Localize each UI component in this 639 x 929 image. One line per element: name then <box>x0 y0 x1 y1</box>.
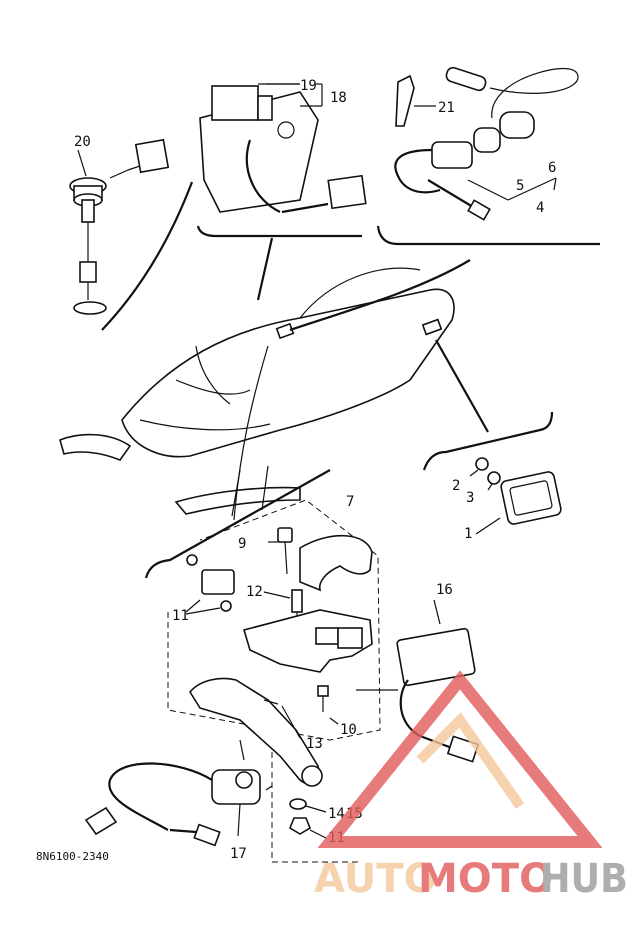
callout-9: 10 <box>340 722 357 738</box>
callout-14: 13 <box>306 736 323 752</box>
part-4-5-6-21-main-switch <box>394 66 579 221</box>
callout-4: 4 <box>536 200 544 216</box>
watermark-brand-3: HUB <box>540 856 628 902</box>
group-7-outline <box>167 499 381 741</box>
callout-15: 14 <box>328 806 345 822</box>
bracket-upper-center <box>196 225 362 238</box>
callout-19: 19 <box>300 78 317 94</box>
group-lower-outline <box>271 752 360 863</box>
callout-12: 11 <box>172 608 189 624</box>
drawing-code: 8N6100-2340 <box>36 850 109 863</box>
snowmobile-body <box>59 267 455 517</box>
callout-18: 18 <box>330 90 347 106</box>
callout-5: 5 <box>516 178 524 194</box>
callout-16: 16 <box>436 582 453 598</box>
callout-7: 7 <box>346 494 354 510</box>
callout-13: 12 <box>246 584 263 600</box>
callout-17: 17 <box>230 846 247 862</box>
callout-6: 6 <box>548 160 556 176</box>
callout-21: 21 <box>438 100 455 116</box>
watermark-triangle-icon <box>317 670 603 848</box>
leader-switch <box>289 259 471 332</box>
watermark-logo: AUTO MOTO HUB <box>314 670 628 902</box>
watermark-brand-1: AUTO <box>314 856 438 902</box>
callout-1: 1 <box>464 526 472 542</box>
part-7-throttle-cover <box>299 534 373 592</box>
part-9-bolt <box>317 685 339 725</box>
callout-3: 3 <box>466 490 474 506</box>
watermark-brand-2: MOTO <box>418 856 553 902</box>
leader-cdi <box>256 237 274 301</box>
leader-tail-lamp <box>435 339 489 433</box>
part-15-8-nuts <box>289 798 327 839</box>
part-12-switch <box>185 554 235 615</box>
part-1-2-3-tail-lamp <box>422 411 562 535</box>
watermark-inner-mark-icon <box>416 712 525 809</box>
part-10-bolt <box>268 527 293 575</box>
bracket-upper-right <box>376 225 600 246</box>
throttle-housing <box>242 609 373 673</box>
part-17-throttle-sensor <box>84 739 273 847</box>
callout-2: 2 <box>452 478 460 494</box>
callout-10: 9 <box>238 536 246 552</box>
leader-20 <box>101 181 194 331</box>
bracket-lower <box>144 469 331 579</box>
callout-20: 20 <box>74 134 91 150</box>
part-18-19-cdi-unit <box>199 83 367 214</box>
part-14-throttle-lever <box>189 677 323 787</box>
part-20-primer <box>69 138 170 315</box>
leader-to-lower <box>233 345 269 521</box>
